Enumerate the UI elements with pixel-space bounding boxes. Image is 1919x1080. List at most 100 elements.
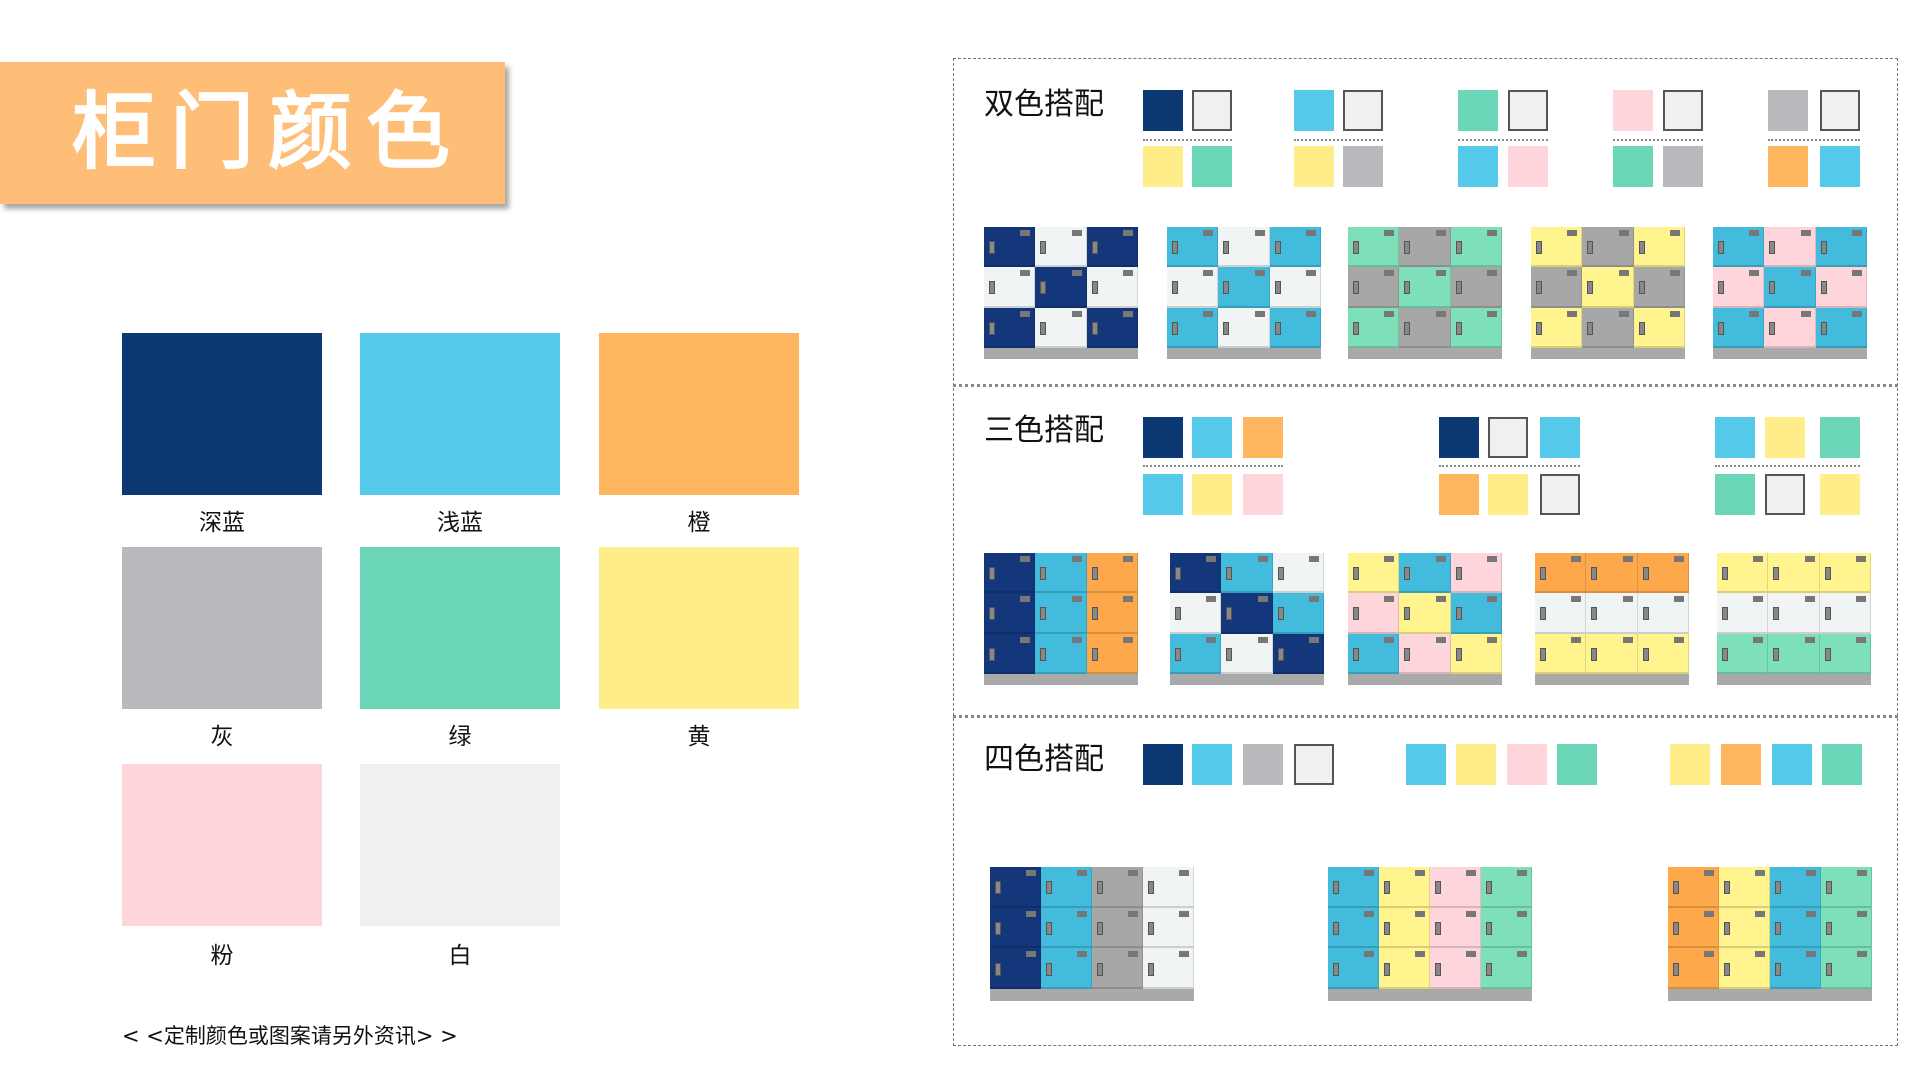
combo-swatch-navy (1143, 744, 1183, 785)
door-number-plate (1857, 951, 1867, 958)
locker-door (1764, 227, 1816, 268)
locker-door (1379, 907, 1430, 949)
locker-door (1092, 907, 1143, 949)
door-handle-icon (1353, 607, 1359, 621)
door-handle-icon (1591, 567, 1598, 581)
door-number-plate (1435, 270, 1446, 277)
door-handle-icon (1040, 321, 1047, 335)
locker-door (1167, 227, 1219, 268)
locker-base (1535, 674, 1689, 685)
door-handle-icon (1773, 567, 1780, 581)
door-handle-icon (1820, 321, 1827, 335)
door-handle-icon (1718, 281, 1724, 295)
locker-door (1218, 267, 1270, 308)
door-handle-icon (1486, 921, 1492, 935)
page-title: 柜门颜色 (72, 83, 465, 181)
door-handle-icon (1435, 921, 1441, 935)
locker-base (1668, 989, 1872, 1001)
locker-door (1399, 267, 1451, 308)
door-handle-icon (1384, 921, 1390, 935)
door-handle-icon (1638, 321, 1645, 335)
door-handle-icon (1277, 567, 1284, 581)
locker-preview (984, 553, 1138, 685)
locker-door (1770, 907, 1821, 949)
section-divider (953, 715, 1898, 718)
door-handle-icon (989, 281, 995, 295)
combo-swatch-yellow (1294, 146, 1334, 187)
locker-door (1719, 907, 1770, 949)
door-number-plate (1753, 596, 1764, 603)
locker-door (1269, 307, 1321, 348)
door-handle-icon (1826, 921, 1832, 935)
door-handle-icon (1353, 281, 1359, 295)
locker-door (990, 907, 1041, 949)
door-number-plate (1806, 910, 1816, 917)
door-number-plate (1071, 270, 1082, 277)
locker-door (1170, 553, 1222, 594)
color-label: 灰 (210, 724, 234, 750)
combo-swatch-green (1557, 744, 1597, 785)
door-handle-icon (1223, 321, 1230, 335)
color-swatch-gray (122, 547, 322, 709)
locker-door (1143, 907, 1194, 949)
door-number-plate (1384, 310, 1395, 317)
door-handle-icon (1820, 281, 1827, 295)
combo-swatch-yellow (1143, 146, 1183, 187)
door-number-plate (1800, 230, 1811, 236)
door-handle-icon (1172, 281, 1178, 295)
color-label: 浅蓝 (437, 510, 483, 536)
door-handle-icon (1175, 647, 1181, 661)
door-handle-icon (1277, 607, 1284, 621)
locker-door (1481, 867, 1532, 908)
combo-swatch-orange (1768, 146, 1808, 187)
combo-swatch-white (1488, 417, 1528, 458)
door-handle-icon (1587, 281, 1594, 295)
locker-door (1764, 267, 1816, 308)
door-number-plate (1673, 596, 1684, 603)
combo-swatch-pink (1507, 744, 1547, 785)
combo-swatch-white (1765, 474, 1805, 515)
door-handle-icon (1148, 962, 1154, 976)
door-handle-icon (989, 567, 995, 581)
door-handle-icon (1172, 321, 1178, 335)
locker-door (1170, 593, 1222, 634)
door-number-plate (1571, 636, 1582, 643)
locker-door (1717, 633, 1769, 674)
locker-door (1719, 948, 1770, 989)
locker-door (1041, 948, 1092, 989)
door-handle-icon (1404, 647, 1411, 661)
door-handle-icon (989, 321, 995, 335)
locker-base (1717, 674, 1871, 685)
door-number-plate (1755, 910, 1765, 917)
locker-door (1143, 948, 1194, 989)
locker-door (1633, 307, 1685, 348)
door-handle-icon (1097, 881, 1103, 895)
locker-door (1717, 593, 1769, 634)
locker-door (1035, 553, 1087, 594)
door-number-plate (1077, 951, 1087, 958)
door-handle-icon (1091, 567, 1098, 581)
color-swatch-green (360, 547, 560, 709)
door-handle-icon (995, 921, 1001, 935)
locker-door (1717, 553, 1769, 594)
locker-door (1481, 907, 1532, 949)
door-number-plate (1804, 636, 1815, 643)
door-number-plate (1517, 870, 1527, 876)
custom-color-note: < <定制颜色或图案请另外资讯> > (122, 1024, 458, 1048)
door-handle-icon (1404, 281, 1411, 295)
door-handle-icon (1540, 647, 1546, 661)
door-number-plate (1755, 951, 1765, 958)
locker-door (1035, 633, 1087, 674)
combo-swatch-green (1613, 146, 1653, 187)
door-handle-icon (1642, 567, 1649, 581)
door-handle-icon (1718, 321, 1724, 335)
combo-swatch-green (1458, 90, 1498, 131)
door-number-plate (1020, 310, 1031, 317)
locker-door (1272, 593, 1324, 634)
color-swatch-navy (122, 333, 322, 495)
door-handle-icon (1404, 607, 1411, 621)
door-number-plate (1704, 910, 1714, 917)
door-handle-icon (1040, 567, 1047, 581)
door-number-plate (1669, 270, 1680, 277)
locker-door (1815, 227, 1867, 268)
